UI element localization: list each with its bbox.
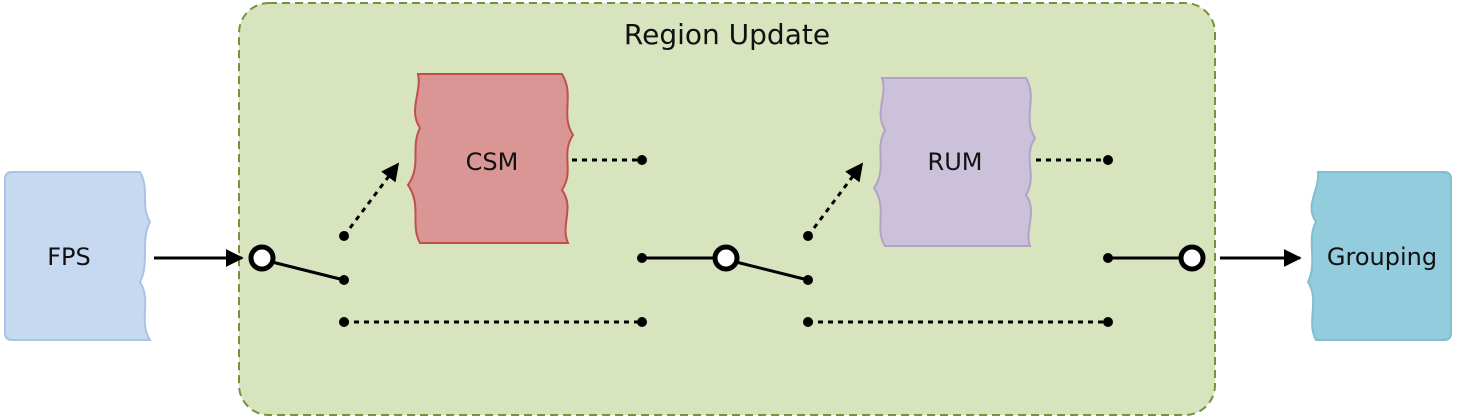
rum-label: RUM: [928, 148, 983, 176]
bypass2-terminal: [1103, 317, 1113, 327]
switch2-contact-mid: [803, 275, 813, 285]
fps-label: FPS: [47, 243, 91, 271]
switch2-pivot: [712, 244, 740, 272]
switch1-to-csm-arrow: [342, 162, 400, 237]
switch1-pivot: [248, 244, 276, 272]
region-update-title: Region Update: [624, 18, 830, 51]
csm-output-terminal: [637, 155, 647, 165]
grouping-label: Grouping: [1327, 243, 1437, 271]
switch1-contact-mid: [339, 275, 349, 285]
rum-output-terminal: [1103, 155, 1113, 165]
region-update-container: [238, 2, 1216, 416]
switch3-pivot: [1178, 244, 1206, 272]
grouping-block: [1306, 171, 1452, 341]
rum-block: [872, 77, 1037, 247]
switch2-lever: [735, 260, 809, 282]
bypass1-terminal: [637, 317, 647, 327]
switch2-to-rum-arrow: [806, 162, 864, 237]
csm-block: [406, 73, 575, 244]
csm-label: CSM: [466, 148, 519, 176]
fps-block: [4, 171, 152, 341]
switch1-lever: [271, 260, 345, 282]
